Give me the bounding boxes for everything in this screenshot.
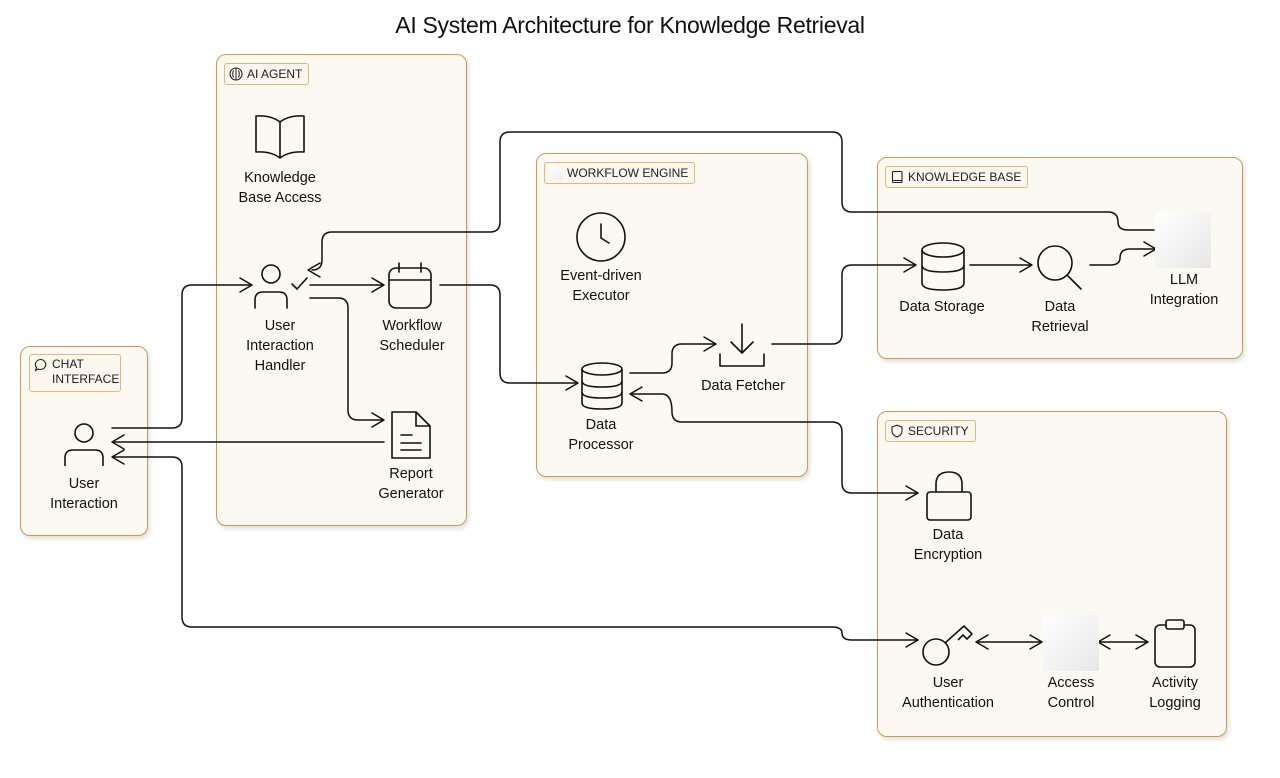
- group-workflow-engine: [536, 153, 808, 477]
- arrowhead: [371, 412, 385, 428]
- arrowhead: [629, 386, 643, 402]
- node-label-user-interaction: User Interaction: [50, 476, 118, 512]
- chat-bubble-icon: [34, 358, 47, 372]
- group-label-text: KNOWLEDGE BASE: [908, 169, 1022, 184]
- node-label-data-fetcher: Data Fetcher: [701, 378, 785, 394]
- brain-icon: [229, 67, 243, 81]
- arrowhead: [905, 632, 919, 648]
- node-label-knowledge-base-access: Knowledge Base Access: [238, 170, 322, 206]
- connector-scheduler-to-processor: [439, 284, 577, 384]
- connector-user-to-handler: [111, 284, 251, 429]
- group-label-ai-agent: AI AGENT: [224, 63, 310, 85]
- llm-icon: [1155, 212, 1211, 268]
- node-label-llm-integration: LLM Integration: [1149, 272, 1219, 308]
- workflow-icon: [549, 166, 563, 180]
- group-security: [877, 411, 1227, 737]
- arrowhead: [1019, 257, 1033, 273]
- arrowhead: [307, 262, 321, 278]
- book-icon: [891, 170, 903, 184]
- arrowhead: [111, 434, 125, 450]
- arrowhead: [239, 277, 253, 293]
- magnifier-icon: [1037, 245, 1082, 290]
- arrowhead: [371, 277, 385, 293]
- node-label-data-encryption: Data Encryption: [913, 527, 983, 563]
- arrowhead: [975, 634, 989, 650]
- node-label-event-driven-executor: Event-driven Executor: [560, 268, 642, 304]
- arrowhead: [1135, 634, 1149, 650]
- database-icon: [921, 242, 965, 291]
- arrowhead: [903, 257, 917, 273]
- group-label-text: SECURITY: [908, 423, 969, 438]
- arrowhead: [905, 485, 919, 501]
- node-label-workflow-scheduler: Workflow Scheduler: [379, 318, 445, 354]
- node-label-access-control: Access Control: [1047, 675, 1095, 711]
- group-label-chat-interface: CHAT INTERFACE: [29, 354, 121, 392]
- group-label-text: CHAT INTERFACE: [52, 357, 120, 386]
- node-label-activity-logging: Activity Logging: [1149, 675, 1201, 711]
- connector-llm-to-handler: [311, 131, 1155, 271]
- calendar-icon: [388, 262, 432, 309]
- access-control-icon: [1043, 615, 1099, 671]
- connector-retrieval-to-llm: [1089, 248, 1155, 266]
- arrowhead: [111, 449, 125, 465]
- node-label-data-storage: Data Storage: [899, 299, 985, 315]
- connector-auth-to-user: [113, 456, 919, 641]
- person-icon: [64, 423, 104, 466]
- arrowhead: [1029, 634, 1043, 650]
- node-label-user-interaction-handler: User Interaction Handler: [246, 318, 314, 374]
- arrowhead: [565, 375, 579, 391]
- clipboard-icon: [1154, 619, 1196, 668]
- arrowhead: [703, 336, 717, 352]
- group-label-security: SECURITY: [885, 420, 976, 442]
- connector-fetcher-to-storage: [771, 264, 915, 345]
- group-label-workflow-engine: WORKFLOW ENGINE: [544, 162, 696, 184]
- clock-icon: [576, 212, 626, 262]
- key-icon: [922, 625, 973, 666]
- connector-processor-to-fetcher: [629, 343, 715, 374]
- person-check-icon: [254, 264, 308, 309]
- node-label-report-generator: Report Generator: [378, 466, 444, 502]
- connector-encryption-to-processor: [631, 393, 919, 494]
- node-label-user-authentication: User Authentication: [902, 675, 994, 711]
- node-label-data-retrieval: Data Retrieval: [1031, 299, 1089, 335]
- shield-icon: [891, 424, 903, 438]
- group-label-text: AI AGENT: [247, 66, 303, 81]
- node-label-data-processor: Data Processor: [568, 417, 634, 453]
- database-icon: [581, 362, 623, 410]
- connector-handler-to-report: [309, 297, 383, 421]
- lock-icon: [926, 471, 972, 521]
- group-label-knowledge-base: KNOWLEDGE BASE: [885, 166, 1029, 188]
- diagram-title: AI System Architecture for Knowledge Ret…: [395, 12, 865, 38]
- download-icon: [719, 323, 765, 367]
- document-icon: [391, 411, 431, 459]
- group-ai-agent: [216, 54, 467, 526]
- group-label-text: WORKFLOW ENGINE: [567, 165, 689, 180]
- open-book-icon: [255, 115, 305, 159]
